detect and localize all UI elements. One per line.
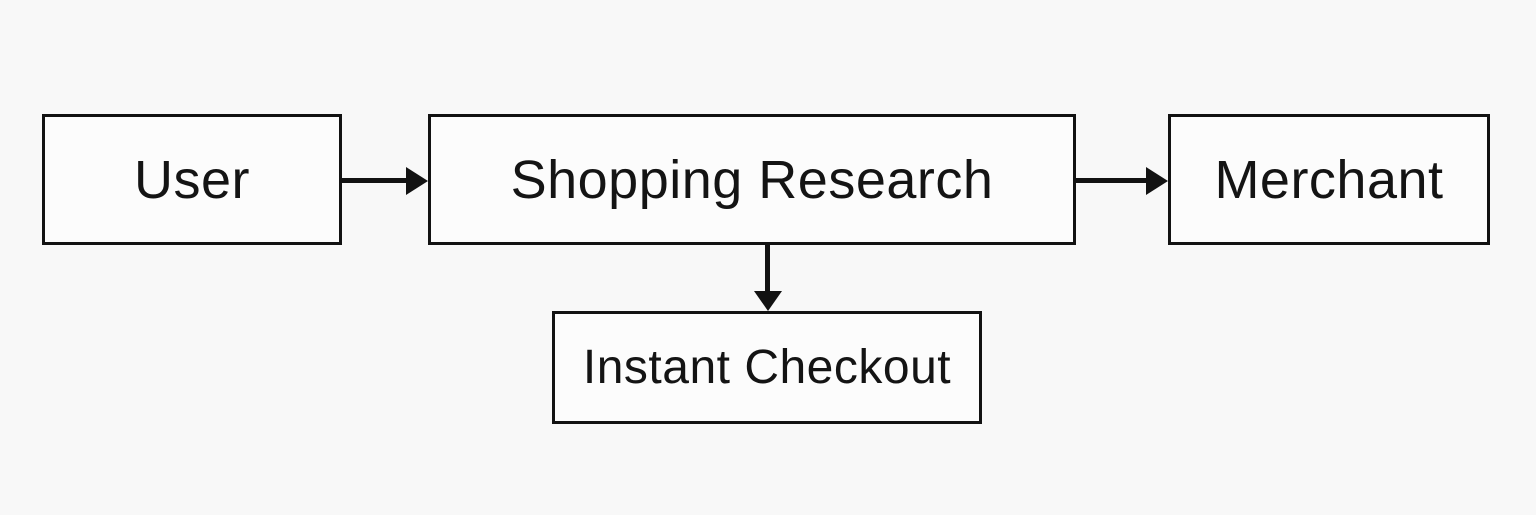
node-shopping-research-label: Shopping Research (510, 149, 994, 210)
arrow-user-to-shopping-research-line (341, 178, 406, 183)
arrowhead-right-icon (1146, 167, 1168, 195)
node-merchant: Merchant (1168, 114, 1490, 245)
node-user: User (42, 114, 342, 245)
arrowhead-right-icon (406, 167, 428, 195)
arrow-shopping-research-to-merchant-line (1076, 178, 1146, 183)
node-instant-checkout: Instant Checkout (552, 311, 982, 424)
node-shopping-research: Shopping Research (428, 114, 1076, 245)
node-merchant-label: Merchant (1214, 149, 1444, 210)
arrow-shopping-research-to-instant-checkout-line (765, 245, 770, 291)
node-instant-checkout-label: Instant Checkout (582, 341, 952, 394)
arrowhead-down-icon (754, 291, 782, 311)
node-user-label: User (133, 149, 250, 210)
